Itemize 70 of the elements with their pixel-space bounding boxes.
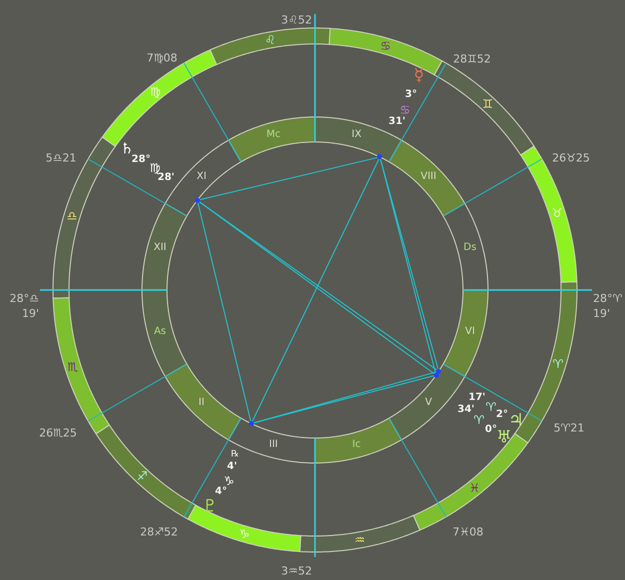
cusp-position-label: 3♌52 — [281, 14, 312, 26]
zodiac-sign-glyph: ♎ — [66, 210, 78, 222]
cusp-position-label: 5♈21 — [554, 422, 584, 434]
house-segment — [141, 202, 188, 291]
house-label: III — [269, 440, 278, 450]
house-label: XI — [196, 172, 206, 182]
degree-value: 2° — [496, 410, 508, 420]
cusp-position-label: 26♉25 — [552, 152, 590, 164]
minute-value: 31' — [388, 117, 406, 127]
house-label: As — [154, 326, 166, 337]
zodiac-sign-glyph: ♋ — [380, 40, 392, 52]
house-segment — [227, 116, 316, 163]
aspect-line — [252, 158, 380, 422]
planet-symbol: ♇ — [202, 498, 218, 516]
aspect-line — [199, 157, 378, 200]
zodiac-sign-glyph: ♐ — [136, 470, 148, 482]
cusp-position-label: 28♐52 — [140, 526, 178, 538]
zodiac-sign-glyph: ♑ — [238, 528, 250, 540]
descendant-position-label: 28°♈ 19' — [593, 292, 622, 322]
zodiac-sign-glyph: ♍ — [150, 86, 161, 98]
zodiac-sign-glyph: ♋ — [400, 104, 410, 116]
house-segment — [314, 116, 403, 163]
ascendant-position-label: 28°♎ 19' — [10, 292, 39, 322]
zodiac-sign-segment — [298, 514, 421, 553]
aspect-line — [197, 202, 252, 422]
minute-value: 4' — [226, 462, 238, 472]
house-segment — [313, 417, 403, 464]
house-segment — [388, 139, 466, 217]
degree-value: 0° — [485, 425, 497, 435]
planet-symbol: ♃ — [508, 412, 524, 430]
house-label: Mc — [266, 130, 281, 140]
degree-value: 4° — [215, 487, 227, 497]
house-label: IX — [352, 130, 362, 140]
planet-symbol: ☿ — [414, 68, 424, 84]
house-label: VIII — [420, 172, 436, 182]
house-segment — [164, 363, 242, 441]
house-label: XII — [154, 243, 166, 254]
degree-value: 3° — [405, 90, 417, 100]
house-label: II — [198, 398, 204, 408]
zodiac-sign-glyph: ♈ — [552, 358, 564, 370]
minute-value: 28' — [158, 173, 174, 183]
zodiac-sign-glyph: ♑ — [224, 475, 234, 487]
house-label: Ic — [352, 440, 361, 450]
cusp-position-label: 5♎21 — [46, 152, 76, 164]
zodiac-sign-segment — [209, 27, 332, 66]
zodiac-sign-glyph: ♈ — [474, 414, 484, 426]
zodiac-sign-glyph: ♏ — [67, 360, 78, 373]
zodiac-sign-glyph: ♊ — [482, 98, 494, 110]
cusp-position-label: 7♓08 — [452, 526, 484, 538]
cusp-position-label: 7♍08 — [146, 52, 178, 64]
house-label: VI — [465, 326, 475, 337]
cusp-position-label: 26♏25 — [39, 428, 77, 438]
minute-value: 34' — [458, 405, 474, 415]
zodiac-sign-glyph: ♍ — [150, 162, 160, 174]
retrograde-mark: ℞ — [230, 450, 240, 460]
zodiac-sign-glyph: ♌ — [264, 34, 276, 46]
zodiac-sign-glyph: ♓ — [469, 482, 480, 494]
planet-symbol: ♅ — [496, 430, 512, 446]
zodiac-sign-glyph: ♉ — [552, 207, 563, 220]
house-segment — [442, 289, 489, 378]
cusp-position-label: 3♒52 — [281, 566, 312, 576]
cusp-position-label: 28♊52 — [453, 54, 491, 64]
zodiac-sign-segment — [95, 424, 197, 521]
minute-value: 17' — [468, 393, 486, 403]
degree-value: 28° — [132, 155, 150, 165]
zodiac-sign-glyph: ♒ — [354, 534, 366, 546]
house-label: Ds — [464, 243, 476, 254]
zodiac-sign-glyph: ♈ — [486, 401, 496, 413]
house-label: V — [425, 398, 432, 408]
house-segment — [141, 289, 188, 378]
